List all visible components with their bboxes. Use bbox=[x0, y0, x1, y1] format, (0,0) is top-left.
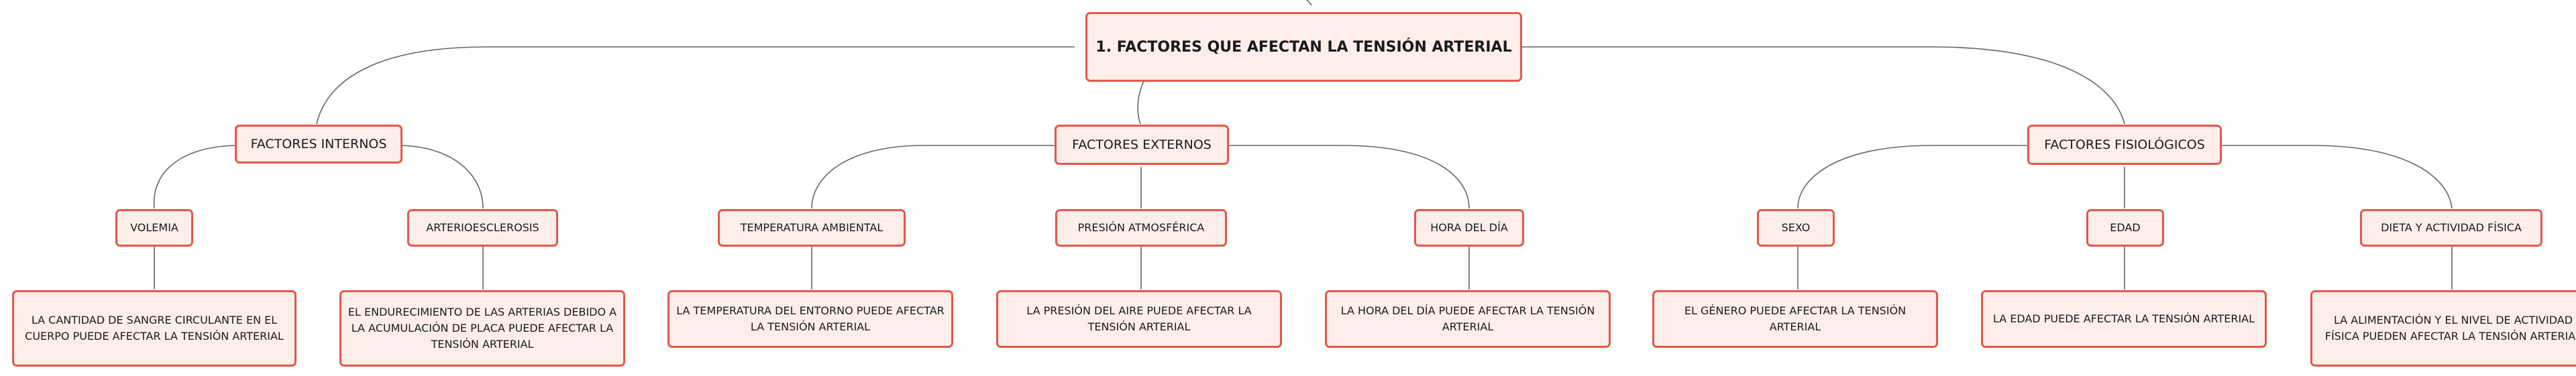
detail-sexo[interactable]: EL GÉNERO PUEDE AFECTAR LA TENSIÓN ARTER… bbox=[1652, 290, 1938, 348]
subtopic-arterioesclerosis[interactable]: ARTERIOESCLEROSIS bbox=[407, 209, 558, 247]
detail-volemia[interactable]: LA CANTIDAD DE SANGRE CIRCULANTE EN EL C… bbox=[12, 290, 297, 367]
topic-factores-fisiologicos[interactable]: FACTORES FISIOLÓGICOS bbox=[2027, 125, 2222, 165]
detail-dieta-y-actividad-fisica[interactable]: LA ALIMENTACIÓN Y EL NIVEL DE ACTIVIDAD … bbox=[2310, 290, 2576, 367]
subtopic-sexo[interactable]: SEXO bbox=[1757, 209, 1835, 247]
subtopic-presion-atmosferica[interactable]: PRESIÓN ATMOSFÉRICA bbox=[1055, 209, 1227, 247]
subtopic-temperatura-ambiental[interactable]: TEMPERATURA AMBIENTAL bbox=[718, 209, 906, 247]
topic-factores-externos[interactable]: FACTORES EXTERNOS bbox=[1055, 125, 1229, 165]
subtopic-hora-del-dia[interactable]: HORA DEL DÍA bbox=[1414, 209, 1524, 247]
subtopic-volemia[interactable]: VOLEMIA bbox=[115, 209, 193, 247]
detail-presion-atmosferica[interactable]: LA PRESIÓN DEL AIRE PUEDE AFECTAR LA TEN… bbox=[996, 290, 1282, 348]
subtopic-edad[interactable]: EDAD bbox=[2086, 209, 2164, 247]
detail-edad[interactable]: LA EDAD PUEDE AFECTAR LA TENSIÓN ARTERIA… bbox=[1981, 290, 2267, 348]
detail-arterioesclerosis[interactable]: EL ENDURECIMIENTO DE LAS ARTERIAS DEBIDO… bbox=[339, 290, 625, 367]
detail-hora-del-dia[interactable]: LA HORA DEL DÍA PUEDE AFECTAR LA TENSIÓN… bbox=[1325, 290, 1611, 348]
detail-temperatura-ambiental[interactable]: LA TEMPERATURA DEL ENTORNO PUEDE AFECTAR… bbox=[667, 290, 953, 348]
subtopic-dieta-y-actividad-fisica[interactable]: DIETA Y ACTIVIDAD FÍSICA bbox=[2360, 209, 2542, 247]
root-topic[interactable]: 1. FACTORES QUE AFECTAN LA TENSIÓN ARTER… bbox=[1085, 12, 1522, 82]
topic-factores-internos[interactable]: FACTORES INTERNOS bbox=[235, 125, 402, 164]
